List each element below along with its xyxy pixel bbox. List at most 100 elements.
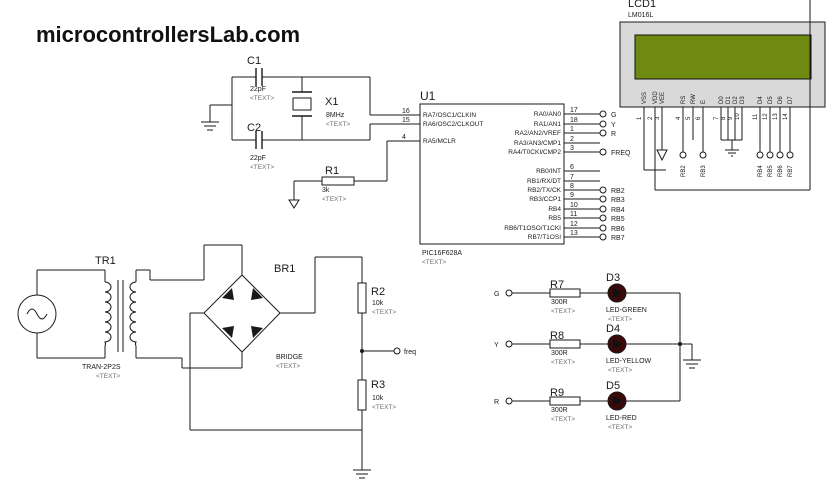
microcontroller-u1[interactable]: U1 PIC16F628A <TEXT> 16RA7/OSC1/CLKIN15R…	[402, 89, 631, 266]
lcd-pin-label: D4	[758, 96, 764, 104]
tr1-model: TRAN-2P2S	[82, 364, 121, 371]
u1-pin-name: RB2/TX/CK	[527, 187, 561, 194]
net-terminal[interactable]	[599, 148, 607, 156]
u1-pin-name: RA1/AN1	[534, 121, 561, 128]
led-resistor-ref: R9	[550, 387, 564, 399]
lcd-net-label: RB4	[758, 165, 764, 177]
lcd-pin-number: 12	[763, 113, 769, 120]
u1-net-label: Y	[611, 122, 616, 129]
u1-placeholder: <TEXT>	[422, 259, 446, 266]
lcd-pin-number: 10	[735, 113, 741, 120]
lcd-pin-number: 7	[714, 116, 720, 120]
led-resistor[interactable]	[549, 339, 581, 349]
lcd-pin-number: 3	[655, 116, 661, 120]
lcd-display[interactable]: LCD1 LM016L VSS1VDD2VEE3RS4RW5E6D07D18D2…	[619, 0, 826, 120]
led-resistor-value: 300R	[551, 299, 568, 306]
led-model: LED-YELLOW	[606, 358, 652, 365]
resistor-r1[interactable]: R1 3k <TEXT>	[288, 140, 420, 209]
net-terminal[interactable]	[599, 224, 607, 232]
c1-value: 22pF	[250, 86, 266, 93]
lcd-pin-label: D7	[788, 96, 794, 104]
u1-body	[419, 103, 565, 245]
net-terminal[interactable]	[599, 205, 607, 213]
bridge-rectifier-br1[interactable]: BR1 BRIDGE <TEXT>	[189, 256, 362, 430]
net-terminal[interactable]	[505, 340, 513, 348]
led-resistor[interactable]	[549, 396, 581, 406]
tr1-placeholder: <TEXT>	[96, 373, 120, 380]
u1-pin-name: RB6/T1OSO/T1CKI	[504, 225, 561, 232]
net-terminal[interactable]	[599, 233, 607, 241]
u1-pin-name: RB4	[548, 206, 561, 213]
net-terminal[interactable]	[786, 151, 794, 159]
c1-ref: C1	[247, 55, 261, 67]
net-terminal[interactable]	[599, 214, 607, 222]
led-resistor[interactable]	[549, 288, 581, 298]
c2-placeholder: <TEXT>	[250, 164, 274, 171]
lcd-pin-number: 6	[696, 116, 702, 120]
lcd-pin-label: D6	[778, 96, 784, 104]
u1-pin-number: 18	[570, 117, 578, 124]
lcd-pin-label: D3	[740, 96, 746, 104]
net-terminal[interactable]	[599, 110, 607, 118]
r2-value: 10k	[372, 300, 384, 307]
u1-net-label: RB6	[611, 226, 625, 233]
net-terminal[interactable]	[699, 151, 707, 159]
lcd-pin-number: 2	[648, 116, 654, 120]
lcd-pin-number: 8	[721, 116, 727, 120]
r1-placeholder: <TEXT>	[322, 196, 346, 203]
led-indicators: GR7300R<TEXT>D3LED-GREEN<TEXT>YR8300R<TE…	[494, 272, 680, 431]
lcd-pin-label: VSS	[642, 92, 648, 104]
u1-pin-name: RB1/RX/DT	[527, 178, 561, 185]
resistor-r2[interactable]	[357, 282, 367, 314]
led-resistor-ref: R7	[550, 279, 564, 291]
net-terminal[interactable]	[505, 397, 513, 405]
u1-pin-name: RA5/MCLR	[423, 138, 456, 145]
lcd-pin-label: D5	[768, 96, 774, 104]
net-terminal[interactable]	[599, 120, 607, 128]
net-terminal[interactable]	[599, 186, 607, 194]
x1-placeholder: <TEXT>	[326, 121, 350, 128]
lcd-pin-number: 14	[783, 113, 789, 120]
net-terminal[interactable]	[599, 129, 607, 137]
tr1-ref: TR1	[95, 255, 116, 267]
resistor-r3[interactable]	[357, 379, 367, 411]
c2-ref: C2	[247, 122, 261, 134]
u1-pin-name: RA0/AN0	[534, 111, 561, 118]
lcd-screen	[634, 34, 812, 80]
lcd-net-label: RB5	[768, 165, 774, 177]
u1-net-label: R	[611, 131, 616, 138]
led-placeholder: <TEXT>	[608, 316, 632, 323]
u1-pin-name: RA7/OSC1/CLKIN	[423, 112, 476, 119]
lcd-pin-label: RS	[681, 96, 687, 104]
led-resistor-placeholder: <TEXT>	[551, 416, 575, 423]
br1-placeholder: <TEXT>	[276, 363, 300, 370]
net-terminal[interactable]	[599, 195, 607, 203]
lcd-pin-number: 4	[676, 116, 682, 120]
u1-pin-number: 1	[570, 126, 574, 133]
u1-pin-number: 2	[570, 136, 574, 143]
lcd-net-label: RB7	[788, 165, 794, 177]
lcd-pin-number: 11	[753, 113, 759, 120]
net-terminal[interactable]	[505, 289, 513, 297]
net-terminal[interactable]	[756, 151, 764, 159]
lcd-wiring	[643, 0, 811, 191]
x1-value: 8MHz	[326, 112, 345, 119]
lcd-pin-number: 5	[686, 116, 692, 120]
transformer-tr1[interactable]: TR1 TRAN-2P2S <TEXT>	[17, 244, 243, 380]
br1-ref: BR1	[274, 263, 295, 275]
net-terminal[interactable]	[679, 151, 687, 159]
net-terminal[interactable]	[766, 151, 774, 159]
led-ref: D5	[606, 380, 620, 392]
lcd-pin-label: E	[701, 100, 707, 104]
u1-pin-number: 12	[570, 221, 578, 228]
net-terminal[interactable]	[776, 151, 784, 159]
led-ref: D4	[606, 323, 620, 335]
u1-pin-number: 16	[402, 108, 410, 115]
led-model: LED-GREEN	[606, 307, 647, 314]
led-resistor-placeholder: <TEXT>	[551, 359, 575, 366]
led-resistor-value: 300R	[551, 407, 568, 414]
u1-pin-number: 9	[570, 192, 574, 199]
